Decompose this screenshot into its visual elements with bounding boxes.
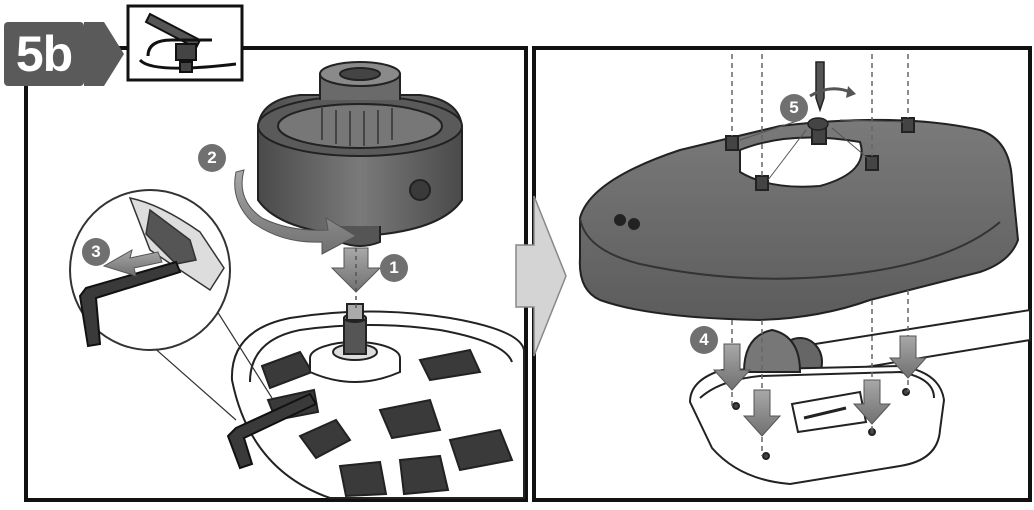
callout-3: 3 <box>82 238 110 266</box>
screwdriver <box>807 61 856 131</box>
step-label: 5b <box>4 22 84 86</box>
trimmer-base-plate <box>230 303 525 499</box>
callout-1: 1 <box>380 254 408 282</box>
protective-guard <box>578 117 1020 322</box>
chevron-right-arrow-icon <box>515 195 567 357</box>
rotate-arrow <box>234 169 358 255</box>
spool-cap <box>257 61 463 247</box>
down-arrow <box>330 247 382 293</box>
screw-guide-lines <box>739 119 905 181</box>
step-badge-chevron <box>84 22 124 86</box>
hex-key <box>226 392 318 470</box>
guard-down-arrows <box>712 335 928 437</box>
callout-4: 4 <box>690 326 718 354</box>
zoom-detail <box>69 189 231 351</box>
hex-key-wrench-icon <box>126 4 244 82</box>
pull-arrow <box>102 248 163 277</box>
callout-5: 5 <box>780 94 808 122</box>
callout-2: 2 <box>198 144 226 172</box>
